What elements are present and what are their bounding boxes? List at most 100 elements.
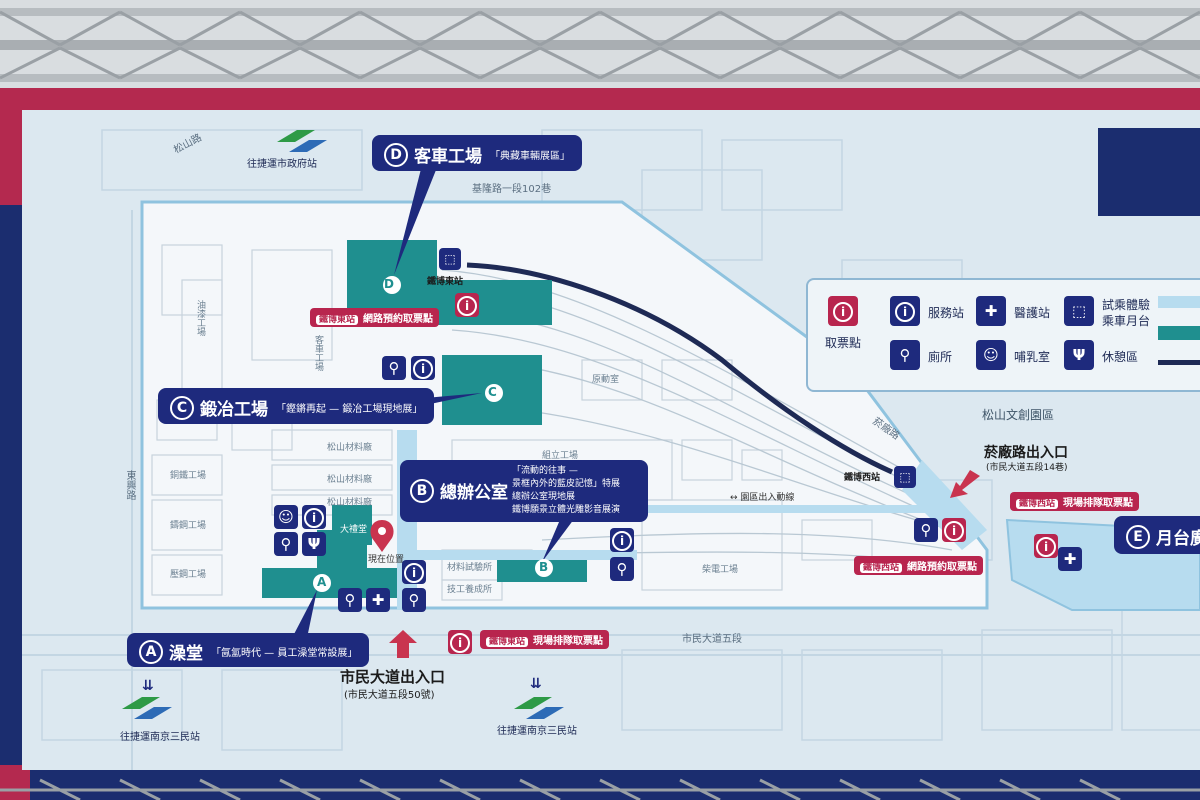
bldg-assembly: 組立工場 [542,451,579,461]
tag-onsite-west: 鐵博西站現場排隊取票點 [1010,492,1140,511]
zone-b-lines: 「流動的往事 — 景框內外的藍皮記憶」特展 總辦公室現地展 鐵博願景立體光雕影音… [512,465,620,517]
zone-line: 總辦公室現地展 [512,492,576,502]
marker-b: B [539,560,549,574]
zone-line: 「流動的往事 — [512,466,578,476]
ticket-icon: i [828,296,858,326]
toilet-icon: ⚲ [274,532,298,556]
zone-line: 鐵博願景立體光雕影音展演 [512,505,621,515]
zone-name: 澡堂 [169,644,203,664]
train-west-icon: ⬚ [894,466,916,488]
street-bottom: 市民大道五段 [682,634,742,645]
bldg-press: 壓鋼工場 [170,570,207,580]
mrt-logo-left [122,697,172,719]
tag-text: 現場排隊取票點 [533,636,604,647]
tag-station: 鐵博西站 [1016,499,1059,509]
ticket-icon: i [942,518,966,542]
rest-icon: Ψ [1064,340,1094,370]
toilet-icon: ⚲ [402,588,426,612]
toilet-icon: ⚲ [890,340,920,370]
legend-platform-1: 試乘體驗 [1102,298,1151,312]
tag-online-west: 鐵博西站網路預約取票點 [854,556,984,575]
medical-icon: ✚ [1058,547,1082,571]
zone-letter: C [170,395,194,420]
legend-service: 服務站 [928,306,965,320]
bldg-material1: 松山材料廠 [327,443,373,453]
zone-letter: B [410,478,434,503]
zone-name: 月台廣場 [1156,529,1200,549]
entrance-east-sub: (市民大道五段14巷) [986,463,1068,473]
info-icon: i [402,560,426,584]
entrance-main-title: 市民大道出入口 [340,668,446,686]
info-icon: i [411,356,435,380]
map-legend: i 取票點 i 服務站 ✚ 醫護站 ⬚ 試乘體驗 乘車月台 ⚲ 廁所 ☺ 哺乳室… [806,278,1200,392]
toilet-icon: ⚲ [338,588,362,612]
mrt-mid-label: 往捷運南京三民站 [497,726,577,737]
zone-sub: 「鏗鏘再起 — 鍛冶工場現地展」 [276,404,423,415]
tag-onsite-east: 鐵博東站現場排隊取票點 [480,630,610,649]
ticket-icon: i [455,293,479,317]
zone-name: 總辦公室 [440,483,508,503]
tag-online-east: 鐵博東站網路預約取票點 [310,308,440,327]
marker-a: A [317,575,327,589]
ticket-icon: i [1034,534,1058,558]
truss-bottom [0,778,1200,800]
arrow-down-icon: ⇊ [142,678,154,694]
banner-corner [1098,128,1200,216]
bldg-oil: 油漆工場 [195,300,205,336]
zone-letter: E [1126,524,1150,549]
info-icon: i [890,296,920,326]
bldg-power: 原動室 [592,375,620,385]
nursing-icon: ☺ [976,340,1006,370]
street-park: 松山文創園區 [982,408,1055,422]
info-icon: i [302,505,326,529]
park-map: D C B A 基隆路一段102巷 市民大道五段 東興路 菸廠路 松山文創園區 … [22,110,1200,770]
street-top: 基隆路一段102巷 [472,184,552,195]
info-icon: i [610,528,634,552]
legend-swatch-zone [1158,326,1200,340]
arrow-down-icon: ⇊ [530,676,542,692]
zone-letter: A [139,639,163,664]
legend-swatch-track [1158,360,1200,365]
legend-toilet: 廁所 [928,350,953,364]
tag-text: 網路預約取票點 [907,562,978,573]
mrt-logo-mid [514,697,564,719]
marker-d: D [384,277,394,291]
station-east-label: 鐵博東站 [427,277,464,287]
map-base [22,129,1200,770]
mrt-left-label: 往捷運南京三民站 [120,732,200,743]
tag-text: 網路預約取票點 [363,314,434,325]
legend-platform-2: 乘車月台 [1102,314,1151,328]
zone-line: 景框內外的藍皮記憶」特展 [512,479,621,489]
tag-station: 鐵博東站 [486,637,529,647]
you-are-here: 現在位置 [368,555,405,565]
legend-swatch-path [1158,296,1200,308]
marker-c: C [488,385,497,399]
street-left: 東興路 [124,470,135,500]
nursing-icon: ☺ [274,505,298,529]
zone-label-b: B 總辦公室 「流動的往事 — 景框內外的藍皮記憶」特展 總辦公室現地展 鐵博願景… [400,460,648,522]
bldg-diesel: 柴電工場 [702,565,739,575]
tag-text: 現場排隊取票點 [1063,498,1134,509]
legend-nursing: 哺乳室 [1014,350,1051,364]
mrt-logo-top [277,130,327,152]
bldg-hall: 大禮堂 [340,525,368,535]
bldg-copper: 銅鐵工場 [170,471,207,481]
bldg-material2: 松山材料廠 [327,475,373,485]
truss-top [0,0,1200,100]
bldg-matoffice: 材料試驗所 [447,563,493,573]
platform-icon: ⬚ [1064,296,1094,326]
tag-station: 鐵博東站 [316,315,359,325]
toilet-icon: ⚲ [914,518,938,542]
toilet-icon: ⚲ [382,356,406,380]
bldg-material3: 松山材料廠 [327,498,373,508]
zone-letter: D [384,142,408,167]
train-east-icon: ⬚ [439,248,461,270]
entrance-east-title: 菸廠路出入口 [984,445,1068,461]
zone-head: B 總辦公室 [410,478,508,503]
zone-label-e: E 月台廣場 [1114,516,1200,554]
ticket-icon: i [448,630,472,654]
tag-station: 鐵博西站 [860,563,903,573]
legend-ticket: 取票點 [825,336,862,350]
